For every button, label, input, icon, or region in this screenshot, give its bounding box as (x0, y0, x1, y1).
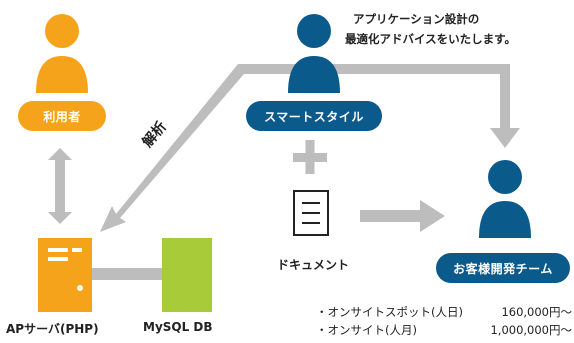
advice-note-line1: アプリケーション設計の (353, 12, 480, 26)
server-db-connector (92, 268, 162, 280)
advice-arrow (330, 64, 520, 148)
user-server-arrow (48, 148, 72, 224)
smart-style-label: スマートスタイル (264, 109, 364, 124)
pricing-label: ・オンサイトスポット(人日) (316, 305, 463, 319)
smart-style-label-pill: スマートスタイル (246, 101, 382, 131)
pricing-price: 160,000円〜 (501, 305, 572, 319)
pricing-label: ・オンサイト(人月) (316, 323, 417, 337)
client-team-label-pill: お客様開発チーム (436, 253, 570, 283)
server-icon (38, 238, 92, 312)
analysis-arrow (100, 64, 300, 232)
ap-server-label: APサーバ(PHP) (6, 322, 99, 336)
pricing-row: ・オンサイトスポット(人日) 160,000円〜 (316, 304, 572, 320)
client-team-person-icon (479, 160, 531, 238)
user-label: 利用者 (43, 109, 81, 124)
pricing-price: 1,000,000円〜 (490, 323, 572, 337)
client-team-label: お客様開発チーム (453, 261, 553, 276)
user-person-icon (36, 14, 88, 93)
plus-icon (293, 140, 327, 174)
document-arrow (360, 200, 445, 232)
database-block (162, 238, 212, 312)
advice-note-line2: 最適化アドバイスをいたします。 (345, 32, 517, 46)
smart-style-person-icon (288, 14, 340, 93)
database-label: MySQL DB (143, 320, 213, 334)
document-icon (293, 190, 329, 236)
user-label-pill: 利用者 (18, 101, 106, 131)
document-label: ドキュメント (277, 258, 350, 272)
pricing-row: ・オンサイト(人月) 1,000,000円〜 (316, 322, 572, 338)
